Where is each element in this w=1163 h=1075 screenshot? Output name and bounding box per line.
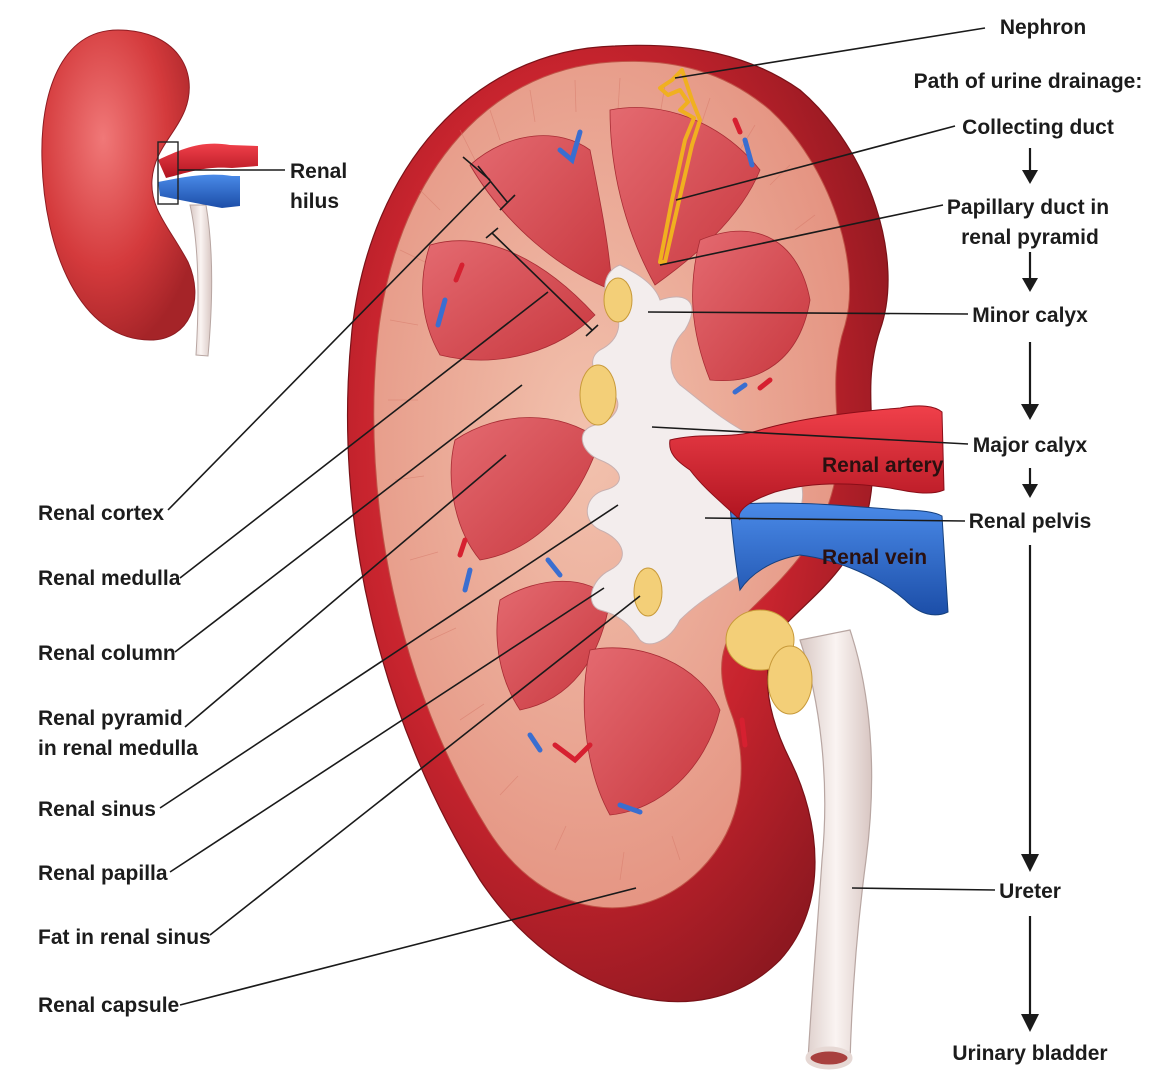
arrow-4 xyxy=(1022,468,1038,498)
small-kidney-artery xyxy=(158,144,258,178)
label-major-calyx: Major calyx xyxy=(973,434,1088,457)
label-renal-hilus-line2: hilus xyxy=(290,190,339,213)
leader-ureter xyxy=(852,888,995,890)
label-renal-medulla: Renal medulla xyxy=(38,567,181,590)
arrow-3 xyxy=(1021,342,1039,420)
label-papillary-duct-line2: renal pyramid xyxy=(961,226,1099,249)
arrow-5 xyxy=(1021,545,1039,872)
label-path-heading: Path of urine drainage: xyxy=(914,70,1143,93)
label-renal-papilla: Renal papilla xyxy=(38,862,168,885)
label-renal-sinus: Renal sinus xyxy=(38,798,156,821)
label-renal-pyramid-line1: Renal pyramid xyxy=(38,707,183,730)
label-renal-pyramid-line2: in renal medulla xyxy=(38,737,198,760)
label-minor-calyx: Minor calyx xyxy=(972,304,1088,327)
small-kidney-illustration xyxy=(42,30,258,356)
label-renal-pelvis: Renal pelvis xyxy=(969,510,1092,533)
label-nephron: Nephron xyxy=(1000,16,1086,39)
label-renal-hilus-line1: Renal xyxy=(290,160,347,183)
label-collecting-duct: Collecting duct xyxy=(962,116,1114,139)
label-renal-cortex: Renal cortex xyxy=(38,502,164,525)
small-kidney-vein xyxy=(158,175,240,208)
label-renal-vein: Renal vein xyxy=(822,546,927,569)
label-papillary-duct-line1: Papillary duct in xyxy=(947,196,1109,219)
label-ureter: Ureter xyxy=(999,880,1061,903)
label-fat-in-renal-sinus: Fat in renal sinus xyxy=(38,926,211,949)
arrow-2 xyxy=(1022,252,1038,292)
label-renal-column: Renal column xyxy=(38,642,176,665)
arrow-1 xyxy=(1022,148,1038,184)
label-renal-capsule: Renal capsule xyxy=(38,994,179,1017)
ureter-opening xyxy=(808,1049,850,1067)
arrow-6 xyxy=(1021,916,1039,1032)
label-renal-artery: Renal artery xyxy=(822,454,944,477)
label-urinary-bladder: Urinary bladder xyxy=(952,1042,1107,1065)
